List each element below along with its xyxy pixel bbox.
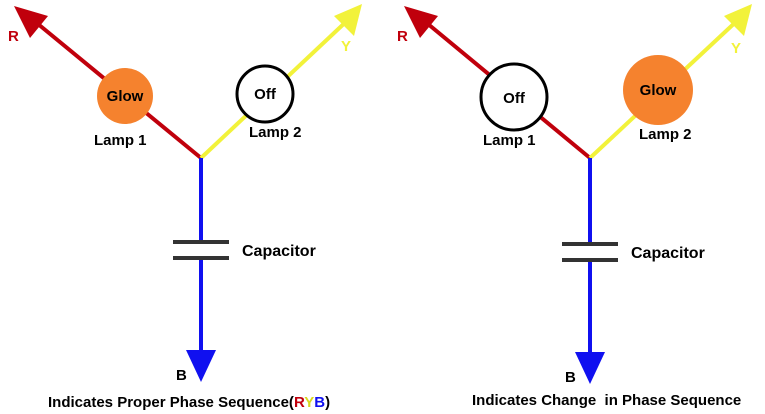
caption-left-r: R: [294, 394, 305, 411]
r-phase-arrowhead: [404, 6, 438, 38]
lamp2-circle: [235, 64, 295, 124]
lamp1-state: Off: [503, 90, 526, 107]
lamp1-circle: [97, 68, 153, 124]
r-phase-label: R: [8, 28, 19, 45]
caption-left-suffix: ): [325, 394, 330, 411]
caption-left-prefix: Indicates Proper Phase Sequence(: [48, 394, 294, 411]
diagram-left: Capacitor Glow Lamp 1 Off Lamp 2 R Y B I…: [8, 4, 362, 411]
caption-right: Indicates Change in Phase Sequence: [472, 392, 741, 409]
lamp1-circle: [479, 62, 549, 132]
b-phase-arrowhead: [575, 352, 605, 384]
lamp2-label: Lamp 2: [249, 124, 302, 141]
b-phase-label: B: [176, 367, 187, 384]
lamp2-state: Glow: [640, 82, 677, 99]
capacitor-symbol: [173, 240, 229, 260]
caption-left-y: Y: [304, 394, 314, 411]
r-phase-label: R: [397, 28, 408, 45]
y-phase-label: Y: [731, 40, 741, 57]
capacitor-symbol: [562, 242, 618, 262]
capacitor-label: Capacitor: [631, 245, 705, 262]
diagram-right: Capacitor Off Lamp 1 Glow Lamp 2 R Y B I…: [397, 4, 752, 409]
lamp1-label: Lamp 1: [483, 132, 536, 149]
lamp2-label: Lamp 2: [639, 126, 692, 143]
caption-left: Indicates Proper Phase Sequence(RYB): [48, 394, 330, 411]
b-phase-arrowhead: [186, 350, 216, 382]
y-phase-arrowhead: [724, 4, 752, 36]
lamp2-state: Off: [254, 86, 277, 103]
y-phase-label: Y: [341, 38, 351, 55]
lamp1-label: Lamp 1: [94, 132, 147, 149]
y-phase-arrowhead: [334, 4, 362, 36]
caption-left-b: B: [314, 394, 325, 411]
caption-right-prefix: Indicates Change in Phase Sequence: [472, 392, 741, 409]
b-phase-label: B: [565, 369, 576, 386]
capacitor-label: Capacitor: [242, 243, 316, 260]
lamp2-circle: [623, 55, 693, 125]
r-phase-arrowhead: [14, 6, 48, 38]
lamp1-state: Glow: [107, 88, 144, 105]
